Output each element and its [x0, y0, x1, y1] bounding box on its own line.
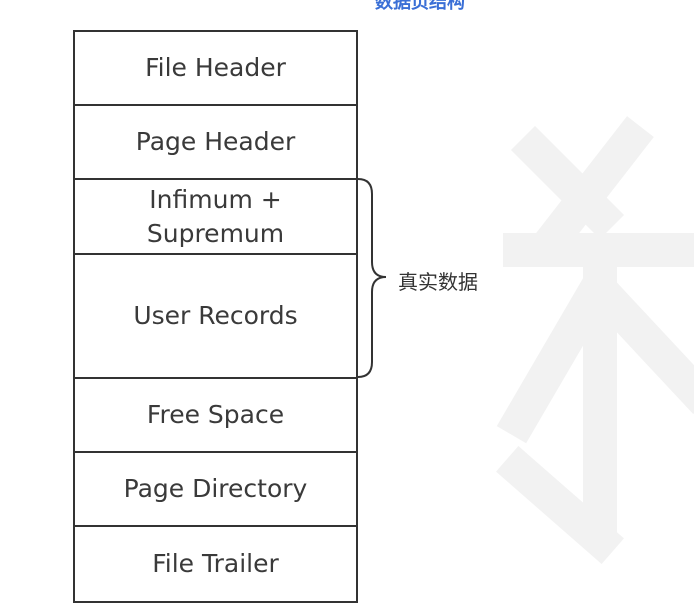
block-label: User Records	[133, 301, 298, 330]
file-trailer-block: File Trailer	[75, 527, 356, 601]
block-label: Infimum + Supremum	[146, 184, 285, 248]
diagram-title: 数据页结构	[375, 0, 465, 13]
block-label: File Trailer	[152, 549, 279, 578]
free-space-block: Free Space	[75, 379, 356, 453]
block-label: Page Header	[135, 127, 296, 156]
user-records-block: User Records	[75, 255, 356, 379]
file-header-block: File Header	[75, 32, 356, 106]
infimum-supremum-block: Infimum + Supremum	[75, 180, 356, 255]
block-label: Page Directory	[123, 474, 308, 503]
page-header-block: Page Header	[75, 106, 356, 180]
real-data-label: 真实数据	[398, 270, 478, 294]
block-label: Free Space	[146, 400, 285, 429]
page-directory-block: Page Directory	[75, 453, 356, 527]
page-structure-stack: File Header Page Header Infimum + Suprem…	[73, 30, 358, 603]
block-label: File Header	[145, 53, 286, 82]
